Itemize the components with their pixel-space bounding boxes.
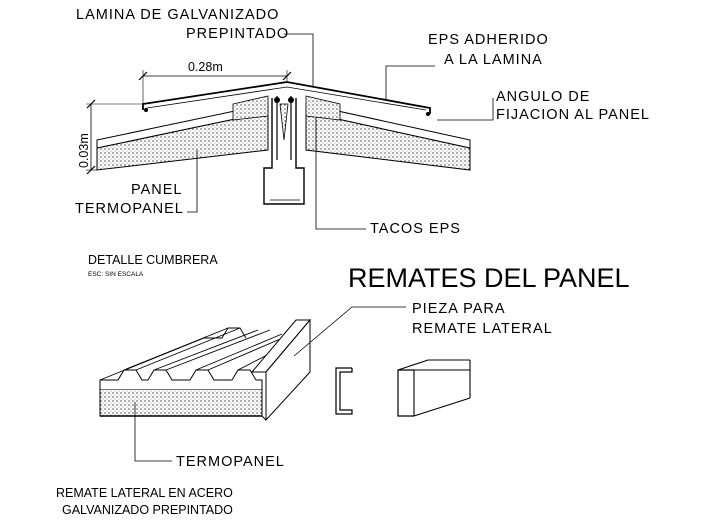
leader-pieza bbox=[293, 306, 406, 357]
dim-width-tick-right bbox=[282, 71, 292, 81]
label-eps-line2: A LA LAMINA bbox=[444, 52, 543, 68]
rib-line-3 bbox=[153, 329, 259, 371]
caption-line2: GALVANIZADO PREPINTADO bbox=[62, 503, 233, 517]
remates-title: REMATES DEL PANEL bbox=[348, 263, 630, 293]
rib-line-5 bbox=[195, 333, 283, 371]
dim-height-tick-bottom bbox=[86, 165, 96, 175]
panel-corrugation-front bbox=[99, 369, 263, 389]
dim-height-tick-top bbox=[86, 99, 96, 109]
detail-scale: ESC: SIN ESCALA bbox=[88, 271, 144, 278]
ridge-cap-inner bbox=[146, 86, 427, 111]
remate-front bbox=[397, 369, 414, 417]
remate-piece-isometric bbox=[397, 359, 471, 417]
ridge-detail: 0.28m 0.03m LAMINA DE GALVANIZADO PREPIN… bbox=[75, 7, 650, 278]
fastener-right bbox=[426, 112, 430, 116]
leader-eps bbox=[385, 65, 435, 100]
bolt-head-right bbox=[288, 97, 294, 103]
rib-line-4 bbox=[165, 329, 271, 371]
c-profile-section bbox=[335, 367, 353, 415]
remate-bottom-edge bbox=[413, 397, 471, 417]
dim-width-text: 0.28m bbox=[188, 60, 223, 74]
panel-front-core bbox=[99, 388, 263, 417]
label-pieza-line2: REMATE LATERAL bbox=[412, 321, 553, 337]
label-angulo-line2: FIJACION AL PANEL bbox=[496, 107, 650, 123]
dim-height-text: 0.03m bbox=[77, 133, 91, 168]
label-eps-line1: EPS ADHERIDO bbox=[428, 32, 549, 48]
side-cap-face bbox=[265, 318, 311, 422]
bolt-head-left bbox=[274, 97, 280, 103]
rib-line-2 bbox=[135, 327, 241, 371]
label-pieza-line1: PIEZA PARA bbox=[412, 301, 506, 317]
label-panel-line1: PANEL bbox=[131, 182, 182, 198]
label-angulo-line1: ANGULO DE bbox=[496, 89, 590, 105]
leader-tacos bbox=[315, 118, 366, 230]
leader-angulo bbox=[437, 98, 494, 121]
panel-isometric bbox=[99, 318, 312, 422]
label-tacos: TACOS EPS bbox=[370, 221, 461, 237]
side-cap-lip bbox=[261, 415, 267, 421]
panel-back-top bbox=[204, 327, 247, 339]
rib-line-6 bbox=[207, 333, 293, 371]
label-lamina-line1: LAMINA DE GALVANIZADO bbox=[76, 7, 279, 23]
remate-top-edge bbox=[397, 359, 429, 371]
dim-width-tick-left bbox=[138, 71, 148, 81]
leader-panel bbox=[187, 150, 198, 213]
eps-block-left bbox=[232, 95, 269, 121]
label-panel-line2: TERMOPANEL bbox=[75, 201, 184, 217]
fastener-left bbox=[144, 108, 148, 112]
detail-title: DETALLE CUMBRERA bbox=[88, 253, 218, 267]
leader-lamina bbox=[284, 33, 314, 86]
ridge-channel bbox=[263, 98, 305, 205]
caption-line1: REMATE LATERAL EN ACERO bbox=[56, 486, 233, 500]
leader-termopanel bbox=[134, 402, 172, 462]
label-lamina-line2: PREPINTADO bbox=[186, 26, 289, 42]
eps-block-right bbox=[305, 95, 341, 121]
label-termopanel: TERMOPANEL bbox=[176, 454, 285, 470]
ridge-wedge bbox=[279, 103, 289, 141]
panel-back-edge bbox=[99, 337, 205, 381]
